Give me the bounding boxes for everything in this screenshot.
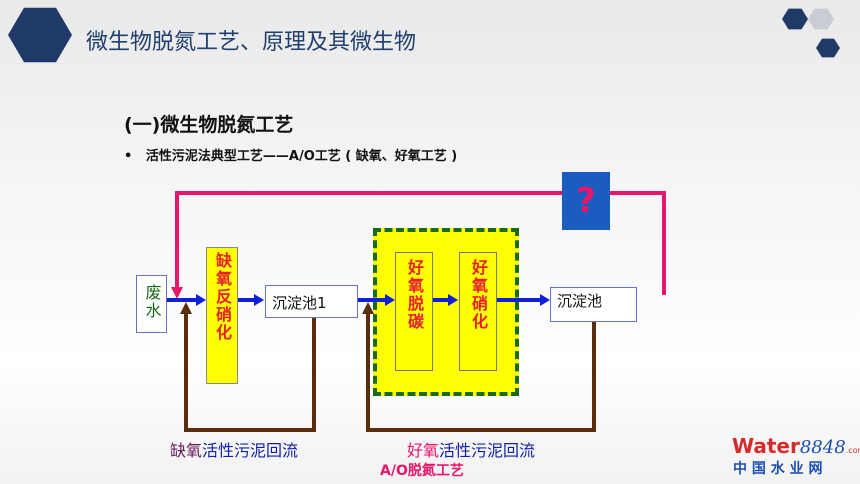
flow-line xyxy=(497,298,541,302)
return2-prefix: 好氧 xyxy=(407,441,440,460)
arrow-right-icon xyxy=(196,294,206,306)
question-box: ? xyxy=(562,172,610,230)
arrow-down-icon xyxy=(171,287,183,299)
anoxic-return-label: 缺氧活性污泥回流 xyxy=(170,437,298,461)
recycle-line xyxy=(662,191,666,295)
water8848-logo: Water8848.com xyxy=(732,434,860,458)
settler1-label: 沉淀池1 xyxy=(272,294,327,312)
settler2-box: 沉淀池 xyxy=(550,287,637,322)
aerobic-nitrification-label: 好氧硝化 xyxy=(469,259,488,331)
settler1-box: 沉淀池1 xyxy=(265,285,358,318)
aerobic-nitrification-tank: 好氧硝化 xyxy=(459,252,497,371)
hexagon-decoration xyxy=(8,7,72,63)
wastewater-box: 废水 xyxy=(136,275,167,333)
arrow-right-icon xyxy=(448,294,458,306)
return1-suffix: 活性污泥回流 xyxy=(202,441,299,460)
page-title: 微生物脱氮工艺、原理及其微生物 xyxy=(86,30,417,55)
settler2-label: 沉淀池 xyxy=(557,292,603,310)
recycle-line xyxy=(175,191,665,195)
aerobic-carbon-tank: 好氧脱碳 xyxy=(395,252,433,371)
arrow-right-icon xyxy=(540,294,550,306)
wastewater-label: 废水 xyxy=(142,284,162,320)
section-heading: (一)微生物脱氮工艺 xyxy=(124,114,294,136)
anoxic-tank: 缺氧反硝化 xyxy=(206,247,238,384)
arrow-right-icon xyxy=(254,294,264,306)
flow-line xyxy=(238,298,255,302)
return-line xyxy=(592,322,596,432)
return1-prefix: 缺氧 xyxy=(170,441,203,460)
return-line xyxy=(184,312,188,432)
logo-number: 8848 xyxy=(799,437,846,458)
anoxic-label: 缺氧反硝化 xyxy=(213,252,232,342)
arrow-up-icon xyxy=(362,302,374,314)
aerobic-return-label: 好氧活性污泥回流 xyxy=(407,437,535,461)
flow-line xyxy=(433,298,449,302)
bullet-item: • 活性污泥法典型工艺——A/O工艺 ( 缺氧、好氧工艺 ) xyxy=(124,149,458,164)
hexagon-decoration xyxy=(816,38,840,58)
recycle-line xyxy=(175,191,179,289)
logo-domain: .com xyxy=(845,446,860,455)
diagram-caption: A/O脱氮工艺 xyxy=(380,463,464,479)
hexagon-decoration xyxy=(808,8,834,30)
flow-line xyxy=(358,298,386,302)
logo-brand: Water xyxy=(732,434,800,458)
return-line xyxy=(366,312,370,432)
return2-suffix: 活性污泥回流 xyxy=(439,441,536,460)
return-line xyxy=(312,318,316,432)
aerobic-carbon-label: 好氧脱碳 xyxy=(405,259,424,331)
return-line xyxy=(366,428,596,432)
arrow-right-icon xyxy=(385,294,395,306)
arrow-up-icon xyxy=(180,302,192,314)
logo-cn: 中 国 水 业 网 xyxy=(733,461,823,477)
bullet-text: 活性污泥法典型工艺——A/O工艺 ( 缺氧、好氧工艺 ) xyxy=(145,149,458,164)
return-line xyxy=(184,428,315,432)
hexagon-decoration xyxy=(782,8,808,30)
flow-line xyxy=(167,298,197,302)
